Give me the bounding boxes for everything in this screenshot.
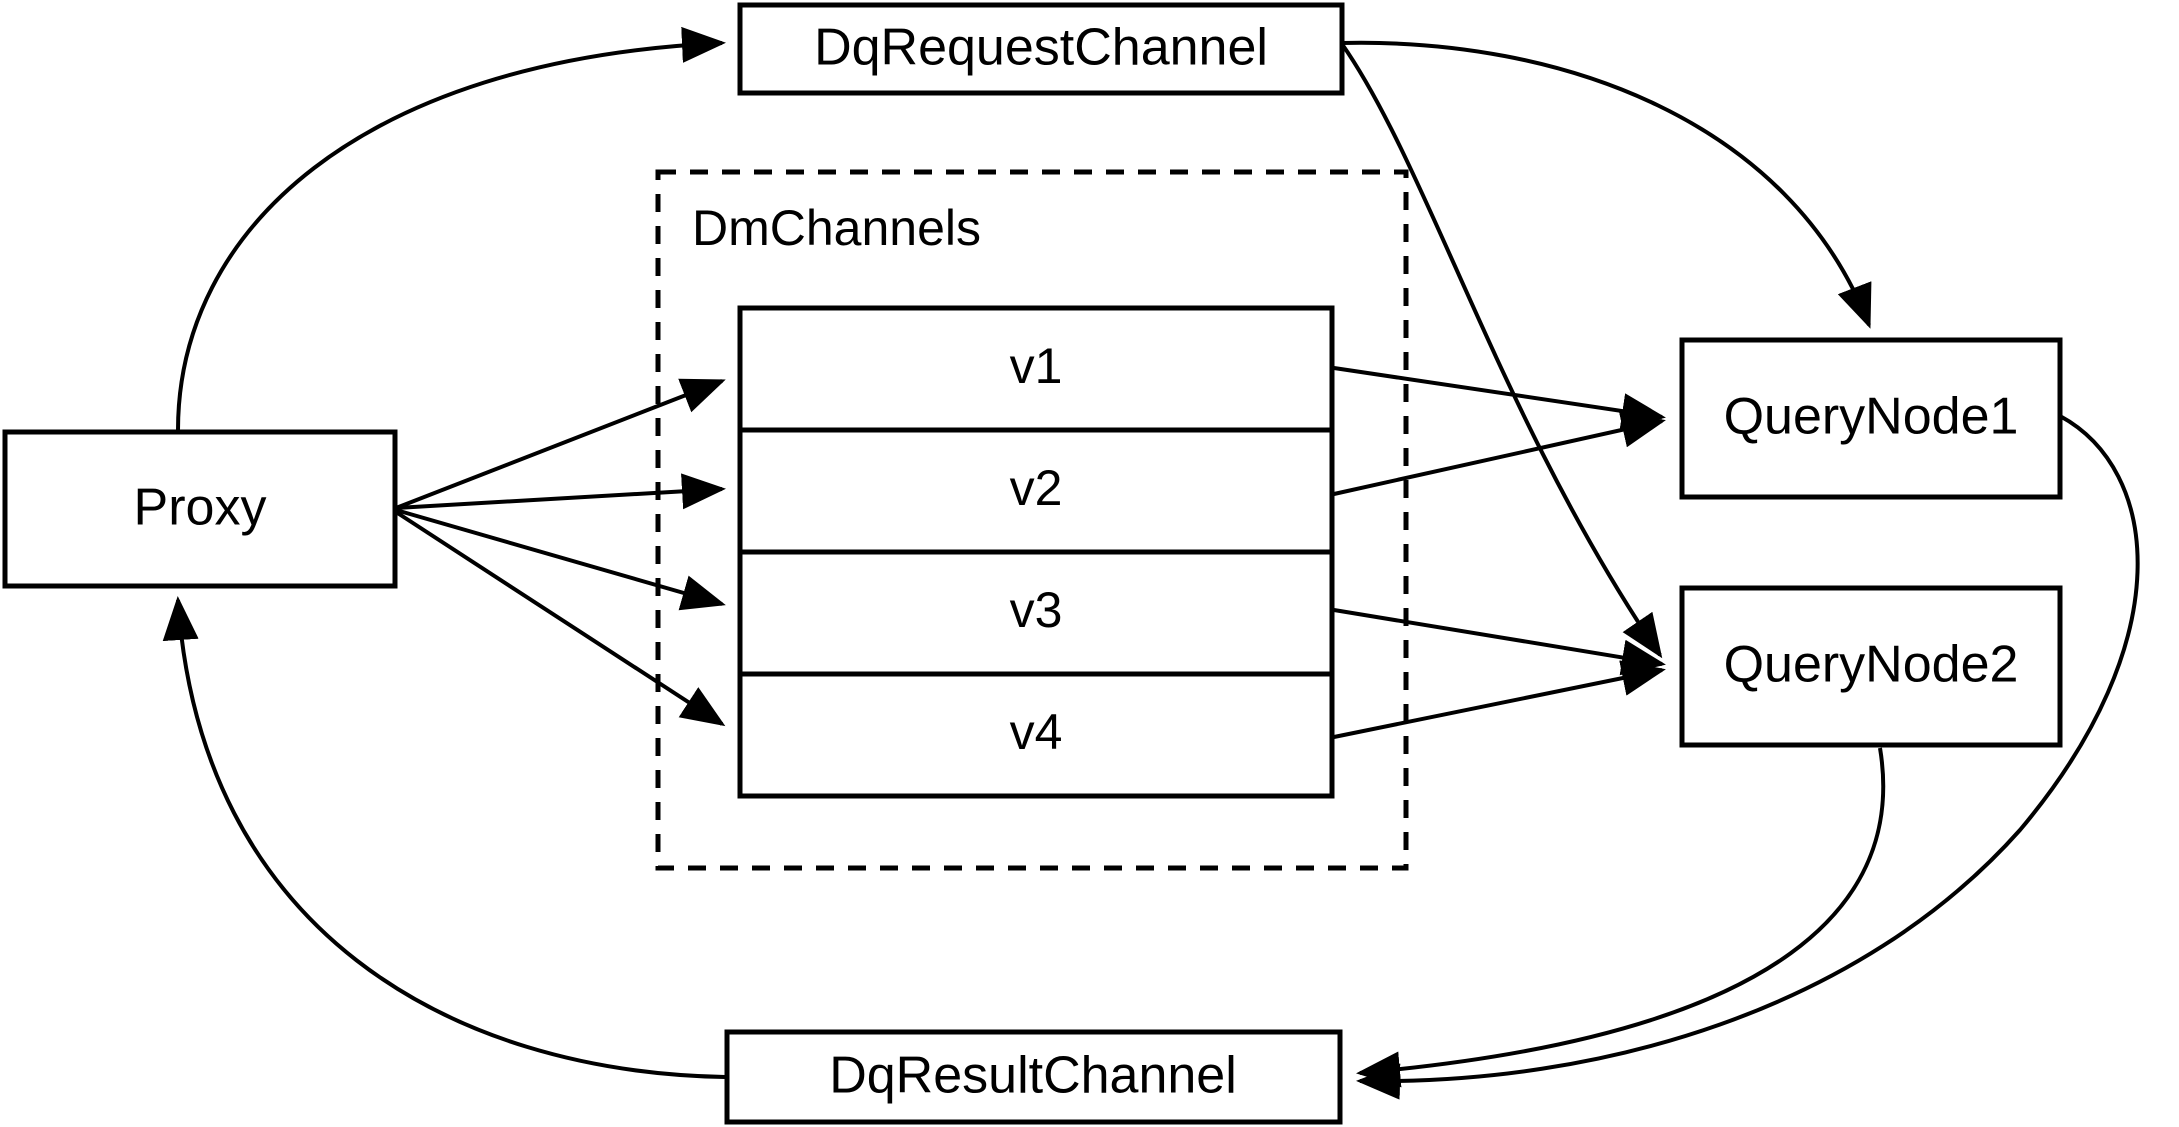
node-querynode2-box[interactable]: [1679, 585, 2063, 748]
edge-proxy-to-v3: [395, 508, 726, 611]
edge-v4-to-querynode2: [1333, 660, 1666, 739]
edge-proxy-to-dqrequestchannel: [176, 26, 726, 431]
edge-proxy-to-v4: [394, 510, 726, 727]
edge-querynode1-to-dqresultchannel: [1356, 414, 2140, 1100]
node-querynode2-label: QueryNode2: [1724, 636, 2019, 694]
edge-v3-to-querynode2: [1333, 608, 1666, 676]
node-querynode1-box[interactable]: [1679, 337, 2063, 500]
node-dqrequestchannel-box[interactable]: [737, 2, 1345, 96]
edge-dqrequestchannel-to-querynode2: [1340, 42, 1663, 659]
shard-label-v3: v3: [1010, 582, 1063, 638]
shard-label-v4: v4: [1010, 704, 1063, 760]
edge-dqresultchannel-to-proxy: [162, 596, 726, 1079]
edge-proxy-to-v2: [395, 473, 726, 510]
node-querynode1-label: QueryNode1: [1724, 388, 2019, 446]
dmchannels-group-label: DmChannels: [692, 200, 981, 256]
node-proxy-label: Proxy: [134, 479, 267, 537]
edge-v1-to-querynode1: [1333, 366, 1666, 429]
shard-label-v1: v1: [1010, 338, 1063, 394]
edge-dqrequestchannel-to-querynode1: [1341, 40, 1872, 329]
node-dqresultchannel-box[interactable]: [724, 1029, 1343, 1125]
shard-label-v2: v2: [1010, 460, 1063, 516]
dmchannels-group-box: [655, 169, 1409, 871]
node-proxy-box[interactable]: [2, 429, 398, 589]
node-dqrequestchannel-label: DqRequestChannel: [814, 19, 1268, 77]
node-dqresultchannel-label: DqResultChannel: [829, 1047, 1237, 1105]
edge-v2-to-querynode1: [1333, 412, 1666, 496]
edge-proxy-to-v1: [395, 378, 726, 510]
edge-querynode2-to-dqresultchannel: [1356, 747, 1886, 1088]
